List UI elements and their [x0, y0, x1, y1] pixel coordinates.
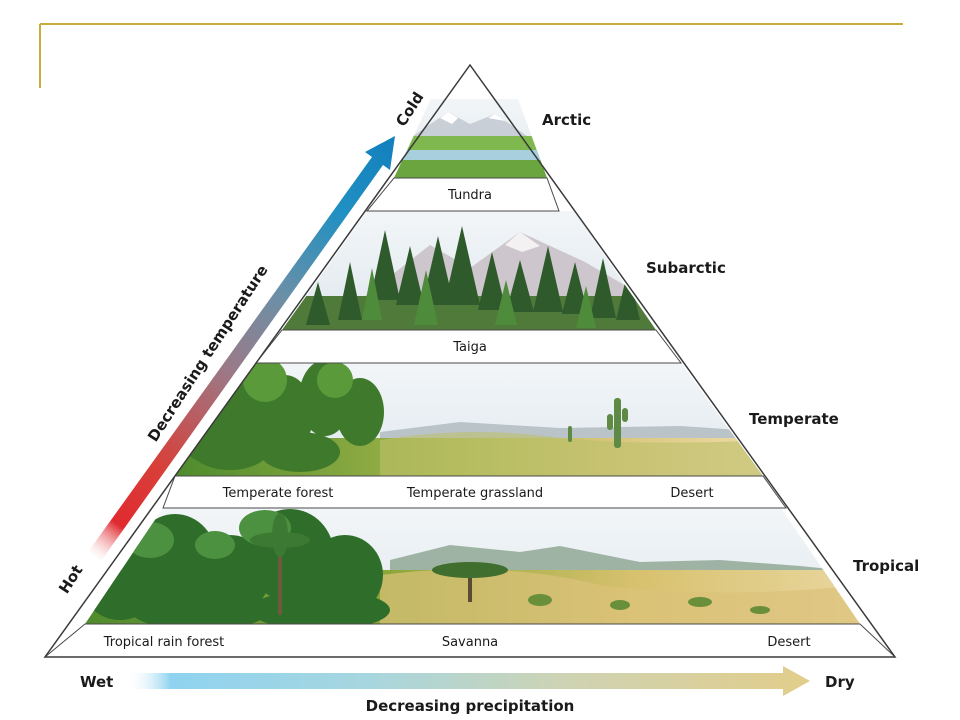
tundra-band — [365, 177, 560, 212]
arctic-label: Arctic — [542, 111, 591, 129]
acacia-tree — [432, 562, 508, 602]
subarctic-label: Subarctic — [646, 259, 726, 277]
temperate-desert-label: Desert — [670, 486, 713, 501]
cold-arrow-icon — [88, 136, 395, 561]
precipitation-axis-label: Decreasing precipitation — [366, 697, 575, 715]
dry-label: Dry — [825, 673, 855, 691]
temperate-grassland-label: Temperate grassland — [406, 486, 543, 501]
pine-tree-icon — [306, 226, 640, 325]
tropical-desert-label: Desert — [767, 635, 810, 650]
tropical-rain-forest-label: Tropical rain forest — [103, 635, 225, 650]
cactus-icon — [568, 398, 628, 448]
tropical-label: Tropical — [853, 557, 919, 575]
label-bands — [43, 177, 897, 658]
pyramid-outline — [43, 63, 897, 658]
wet-label: Wet — [80, 673, 113, 691]
slide-frame — [39, 23, 903, 88]
dry-arrow-icon — [130, 666, 810, 696]
precipitation-axis: Wet Dry Decreasing precipitation — [80, 666, 855, 715]
temperate-forest-label: Temperate forest — [222, 486, 334, 501]
taiga-label: Taiga — [452, 340, 487, 355]
hot-label: Hot — [55, 562, 86, 597]
temperate-band — [162, 475, 787, 509]
temperate-scene — [175, 363, 763, 476]
savanna-label: Savanna — [442, 635, 498, 650]
tundra-label: Tundra — [447, 188, 492, 203]
tropical-scene — [85, 508, 860, 624]
temperate-label: Temperate — [749, 410, 839, 428]
